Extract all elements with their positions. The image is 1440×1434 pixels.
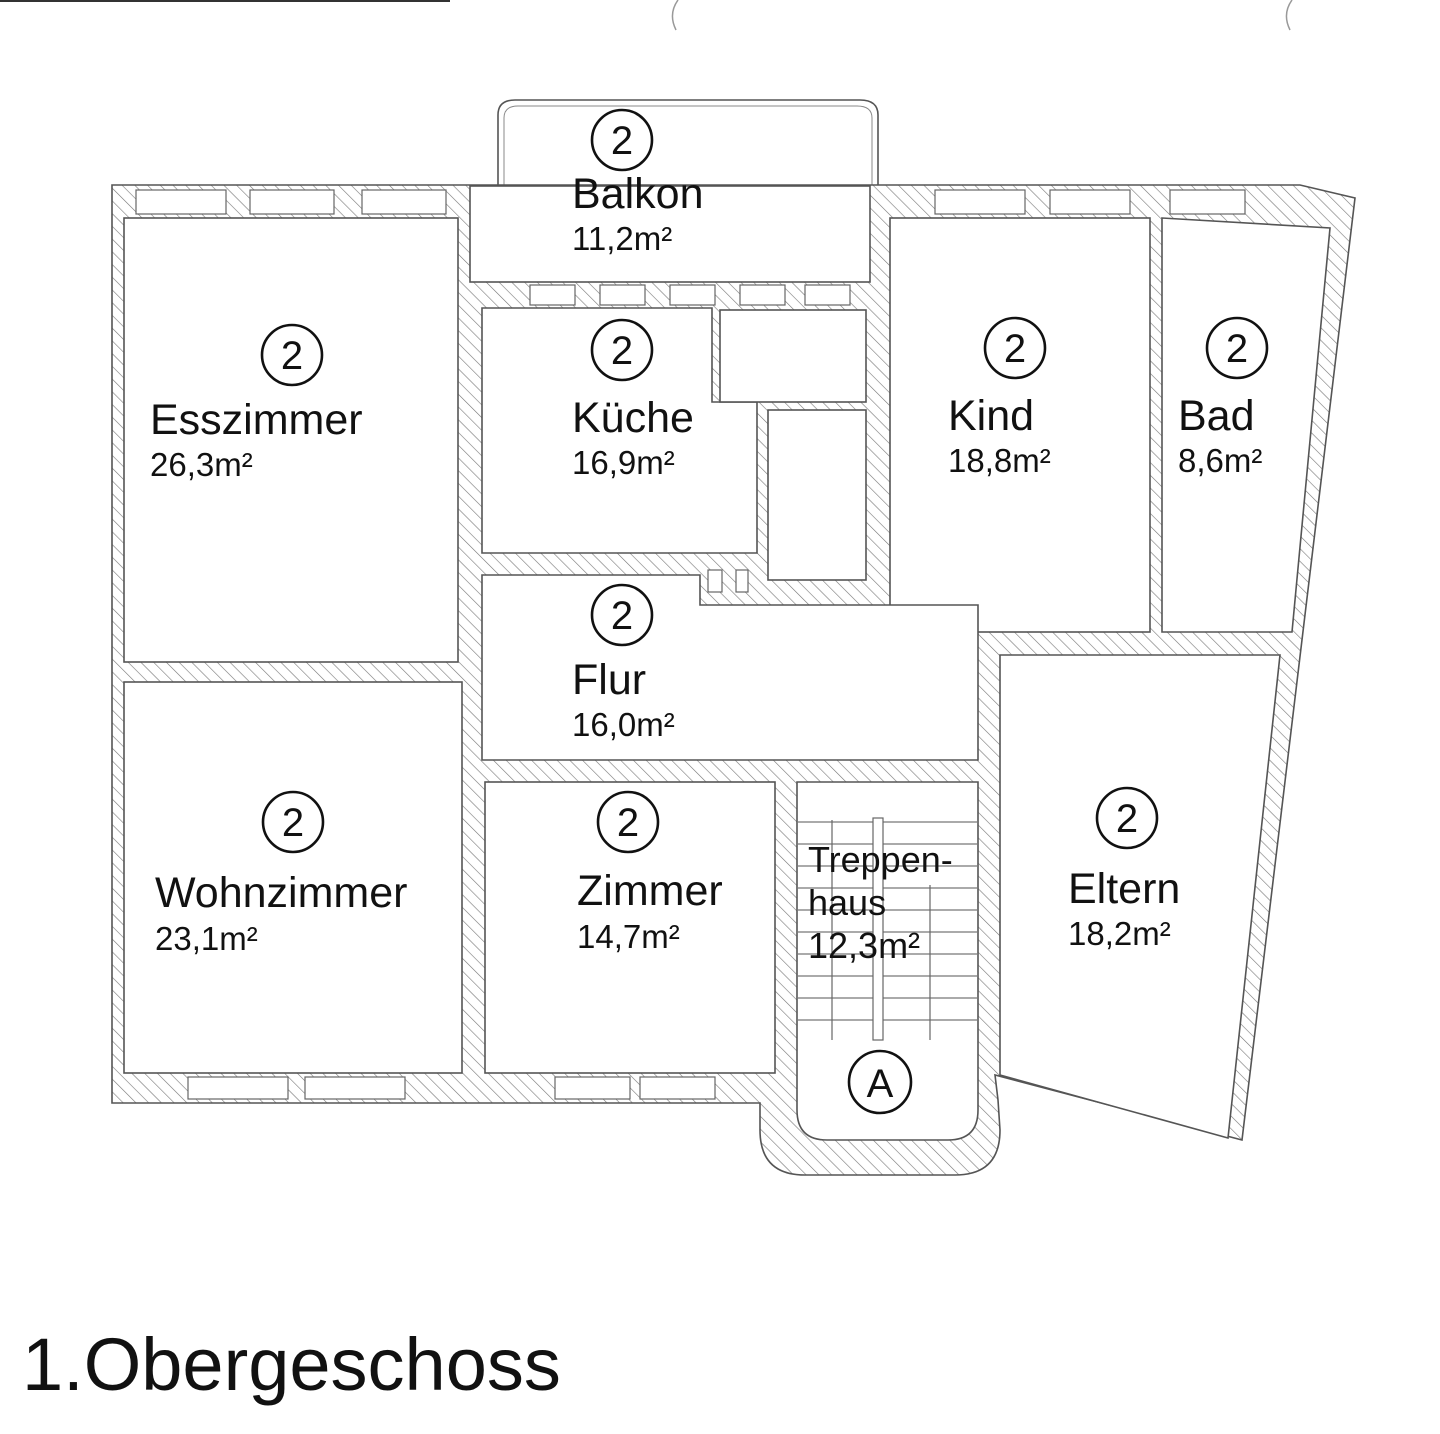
room-name-line2: haus (808, 882, 886, 923)
room-esszimmer (123, 217, 459, 663)
room-marker-circle (983, 316, 1047, 380)
room-marker-circle (590, 583, 654, 647)
room-bad (1161, 217, 1331, 633)
room-marker-circle (261, 790, 325, 854)
stair-marker-circle (847, 1049, 913, 1115)
scan-artifact-arc (671, 0, 679, 31)
room-area: 16,9m² (572, 444, 675, 481)
room-marker-circle (590, 318, 654, 382)
room-marker-circle (1095, 786, 1159, 850)
room-balkon (469, 185, 871, 283)
room-area: 12,3m² (808, 925, 920, 966)
room-marker: 2 (611, 594, 633, 638)
room-name: Eltern (1068, 865, 1180, 913)
room-treppenhaus (796, 781, 979, 1141)
room-area: 23,1m² (155, 920, 258, 957)
room-area: 14,7m² (577, 918, 680, 955)
stair-steps (797, 821, 978, 1021)
room-name-line1: Treppen- (808, 839, 953, 880)
room-marker: 2 (611, 329, 633, 373)
room-abstellraum (719, 309, 867, 403)
room-name: Esszimmer (150, 396, 363, 444)
room-area: 18,8m² (948, 442, 1051, 479)
room-area: 18,2m² (1068, 915, 1171, 952)
room-marker: 2 (1116, 797, 1138, 841)
plan-title: 1.Obergeschoss (22, 1323, 561, 1406)
room-name: Kind (948, 392, 1034, 440)
room-marker: 2 (1226, 327, 1248, 371)
room-zimmer (484, 781, 776, 1074)
room-name: Bad (1178, 392, 1255, 440)
room-marker: 2 (1004, 327, 1026, 371)
room-name: Küche (572, 394, 694, 442)
room-marker-circle (590, 108, 654, 172)
room-marker: 2 (611, 119, 633, 163)
room-area: 8,6m² (1178, 442, 1262, 479)
room-area: 26,3m² (150, 446, 253, 483)
stair-marker: A (867, 1062, 894, 1106)
stair-center-rail (872, 817, 884, 1041)
room-area: 11,2m² (572, 220, 672, 257)
room-marker: 2 (281, 334, 303, 378)
balcony-railing (497, 99, 879, 190)
windows (135, 189, 1246, 1100)
room-name: Balkon (572, 170, 703, 218)
room-kind (889, 217, 1151, 633)
room-marker-circle (1205, 316, 1269, 380)
room-name: Zimmer (577, 867, 723, 915)
room-marker-circle (596, 790, 660, 854)
room-name: Flur (572, 656, 646, 704)
room-area: 16,0m² (572, 706, 675, 743)
room-schacht (767, 409, 867, 581)
room-marker: 2 (282, 801, 304, 845)
room-eltern (999, 654, 1281, 1140)
balcony-railing-inner (503, 105, 873, 190)
room-marker: 2 (617, 801, 639, 845)
room-name: Wohnzimmer (155, 869, 407, 917)
room-flur (481, 574, 979, 761)
scan-artifact-arc (1285, 0, 1293, 31)
room-wohnzimmer (123, 681, 463, 1074)
room-marker-circle (260, 323, 324, 387)
